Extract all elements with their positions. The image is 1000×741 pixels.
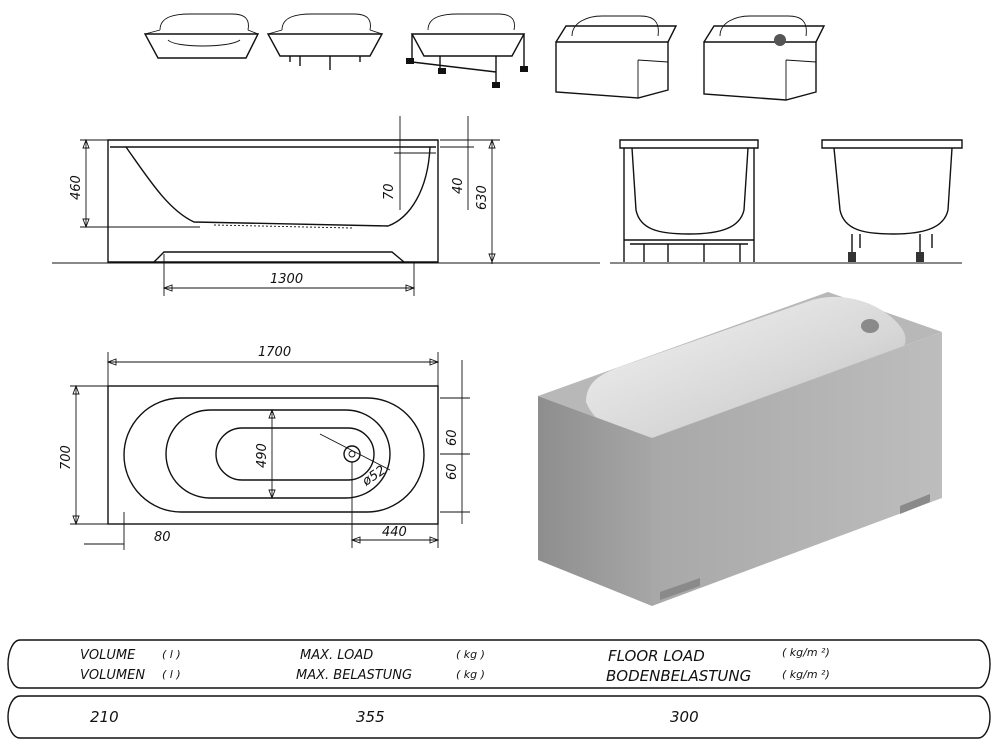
label-floor-de: BODENBELASTUNG <box>606 667 751 685</box>
plan-view <box>70 352 470 550</box>
value-load: 355 <box>356 708 385 726</box>
unit-floor-1: ( kg/m ²) <box>782 646 830 659</box>
dim-80: 80 <box>154 530 171 545</box>
unit-volume-1: ( l ) <box>162 648 181 661</box>
label-floor-en: FLOOR LOAD <box>608 647 705 665</box>
unit-load-1: ( kg ) <box>456 648 485 661</box>
tub-3d-render <box>538 292 942 606</box>
dim-40: 40 <box>451 177 466 194</box>
side-elevation <box>52 116 962 296</box>
label-load-de: MAX. BELASTUNG <box>296 668 412 683</box>
unit-volume-2: ( l ) <box>162 668 181 681</box>
dim-630: 630 <box>475 185 490 210</box>
unit-load-2: ( kg ) <box>456 668 485 681</box>
variant-tub-panel-box <box>703 15 826 101</box>
dim-1700: 1700 <box>258 345 291 360</box>
variant-tub-frame <box>406 13 528 88</box>
value-floor: 300 <box>670 708 699 726</box>
dim-60-a: 60 <box>445 429 460 446</box>
dim-60-b: 60 <box>445 463 460 480</box>
end-view-legs <box>821 139 963 262</box>
spec-row-values <box>7 695 991 739</box>
label-load-en: MAX. LOAD <box>300 648 373 663</box>
variant-tub-panel <box>555 15 678 99</box>
label-volume-en: VOLUME <box>80 648 136 663</box>
dim-490: 490 <box>255 443 270 468</box>
dim-1300: 1300 <box>270 272 303 287</box>
end-view-frame <box>619 139 759 262</box>
dim-70: 70 <box>382 183 397 200</box>
unit-floor-2: ( kg/m ²) <box>782 668 830 681</box>
spec-row-labels <box>7 639 991 689</box>
dim-460: 460 <box>69 175 84 200</box>
dim-700: 700 <box>59 445 74 470</box>
dim-440: 440 <box>382 525 407 540</box>
variant-tub-only <box>143 13 260 59</box>
variant-tub-legs <box>266 13 384 70</box>
label-volume-de: VOLUMEN <box>80 668 145 683</box>
value-volume: 210 <box>90 708 119 726</box>
